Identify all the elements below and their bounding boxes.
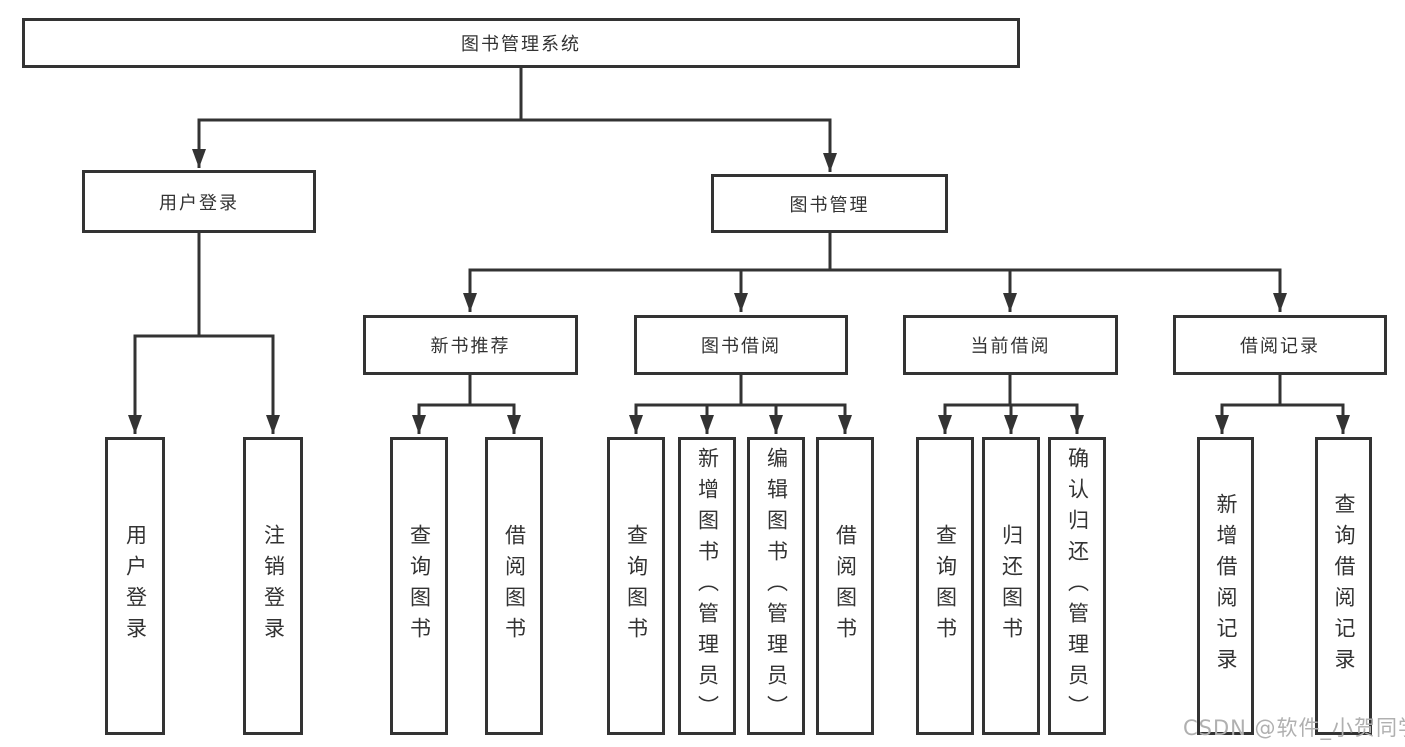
node-root: 图书管理系统 (22, 18, 1020, 68)
node-new-book-recommend: 新书推荐 (363, 315, 578, 375)
node-user-login: 用户登录 (82, 170, 316, 233)
leaf-borrow-borrow-books: 借阅图书 (816, 437, 874, 735)
leaf-user-login: 用户登录 (105, 437, 165, 735)
leaf-borrow-query-books: 查询图书 (607, 437, 665, 735)
node-borrow-records: 借阅记录 (1173, 315, 1387, 375)
leaf-current-return-books: 归还图书 (982, 437, 1040, 735)
node-current-borrow: 当前借阅 (903, 315, 1118, 375)
leaf-borrow-edit-books-admin: 编辑图书（管理员） (747, 437, 805, 735)
leaf-recommend-borrow-books: 借阅图书 (485, 437, 543, 735)
leaf-current-query-books: 查询图书 (916, 437, 974, 735)
node-book-borrow: 图书借阅 (634, 315, 848, 375)
leaf-records-add-record: 新增借阅记录 (1197, 437, 1254, 735)
leaf-logout: 注销登录 (243, 437, 303, 735)
csdn-watermark: CSDN @软件_小贺同学 (1183, 716, 1405, 740)
node-book-management: 图书管理 (711, 174, 948, 233)
leaf-borrow-add-books-admin: 新增图书（管理员） (678, 437, 736, 735)
leaf-records-query-record: 查询借阅记录 (1315, 437, 1372, 735)
leaf-current-confirm-return-admin: 确认归还（管理员） (1048, 437, 1106, 735)
leaf-recommend-query-books: 查询图书 (390, 437, 448, 735)
